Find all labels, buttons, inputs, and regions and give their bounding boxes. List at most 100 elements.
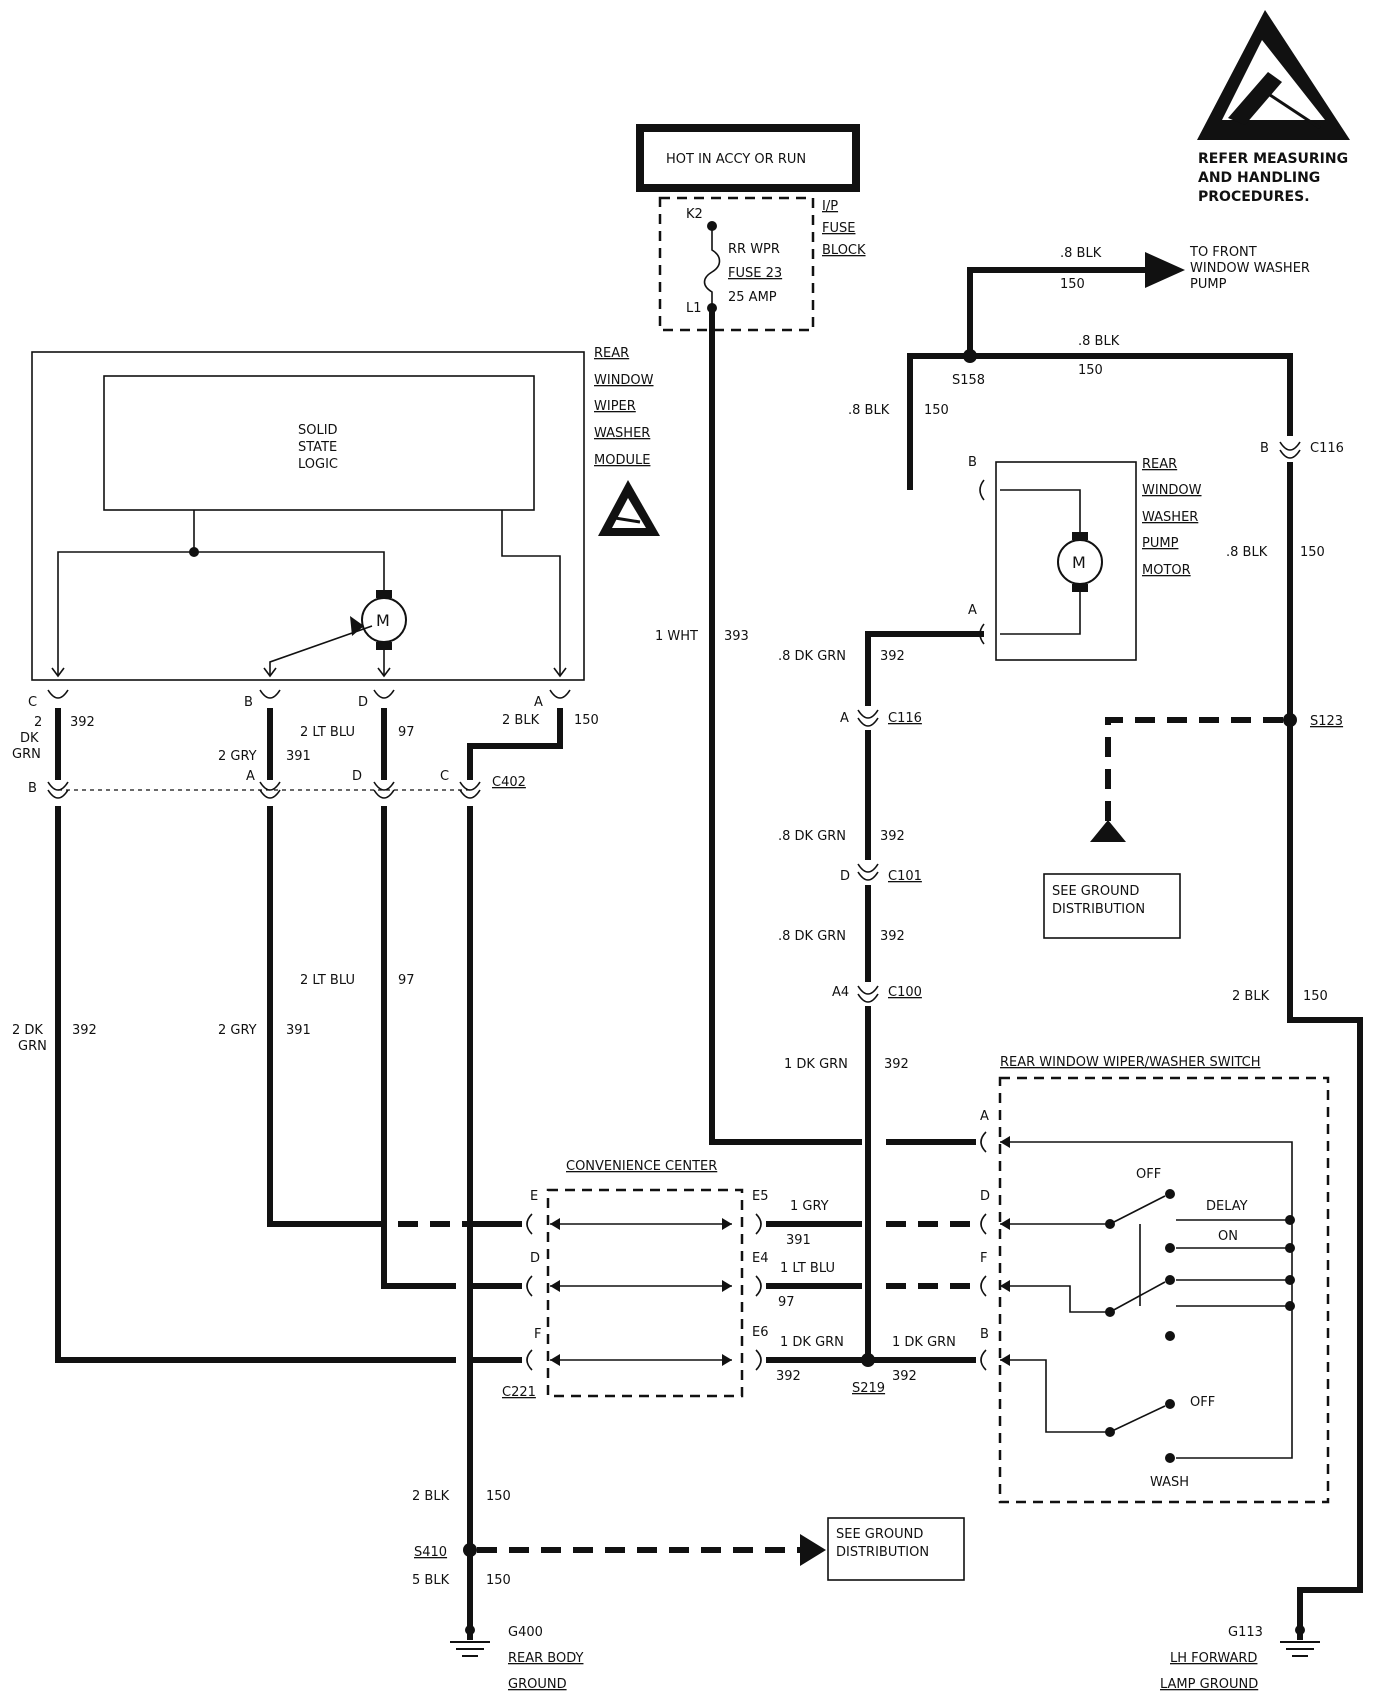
splice-s219	[861, 1353, 875, 1367]
pump-title-1: REAR	[1142, 457, 1177, 472]
wire-150-right-color: .8 BLK	[1226, 545, 1268, 560]
wire-391-circuit-3: 391	[786, 1233, 811, 1248]
splice-s123-label: S123	[1310, 714, 1343, 729]
pump-motor-box	[995, 461, 1137, 661]
logic-label-3: LOGIC	[298, 457, 338, 472]
wire-150-top-circuit: 150	[1078, 363, 1103, 378]
c402-pin-d: D	[352, 769, 362, 784]
fuse-name-line2: FUSE 23	[728, 266, 782, 281]
wire-392-circuit-1: 392	[880, 649, 905, 664]
wire-391-color-1: 2 GRY	[218, 749, 257, 764]
wire-392-circuit-6: 392	[892, 1369, 917, 1384]
c221-label: C221	[502, 1385, 536, 1400]
g113-label-3: LAMP GROUND	[1160, 1677, 1258, 1692]
pump-title-4: PUMP	[1142, 536, 1179, 551]
c100-label: C100	[888, 985, 922, 1000]
g400-label-3: GROUND	[508, 1677, 567, 1692]
pump-pin-b: B	[968, 455, 977, 470]
esd-notice-line3: PROCEDURES.	[1198, 189, 1310, 205]
solid-state-logic-box	[103, 375, 535, 511]
wire-150-front	[967, 267, 1145, 356]
wire-392-left-circuit: 392	[70, 715, 95, 730]
hot-in-accy-box	[636, 124, 860, 192]
wire-392-pump	[865, 631, 984, 706]
ground-ref-dash-right	[1105, 717, 1283, 840]
module-title-5: MODULE	[594, 453, 650, 468]
wire-150-module-color: 2 BLK	[502, 713, 540, 728]
c116-right-label: C116	[1310, 441, 1344, 456]
c101-pin: D	[840, 869, 850, 884]
wire-150-module-circuit: 150	[574, 713, 599, 728]
wire-97-color-1: 2 LT BLU	[300, 725, 355, 740]
splice-s410	[463, 1543, 477, 1557]
convenience-center-box	[546, 1188, 744, 1398]
ground-ref-right-1: SEE GROUND	[1052, 884, 1139, 899]
wire-150-pump-circuit: 150	[924, 403, 949, 418]
switch-off2-label: OFF	[1190, 1395, 1215, 1410]
c116-mid-pin: A	[840, 711, 849, 726]
cc-pin-e4: E4	[752, 1251, 769, 1266]
wire-392-color-2: .8 DK GRN	[778, 829, 846, 844]
pump-title-2: WINDOW	[1142, 483, 1202, 498]
fuse-pin-k2: K2	[686, 207, 703, 222]
wiper-module-box	[31, 351, 585, 681]
pump-motor-symbol: M	[1072, 553, 1086, 572]
wire-391-color-2: 2 GRY	[218, 1023, 257, 1038]
wire-97-color-2: 2 LT BLU	[300, 973, 355, 988]
wire-150-right-circuit: 150	[1300, 545, 1325, 560]
pump-title-5: MOTOR	[1142, 563, 1191, 578]
c402-label: C402	[492, 775, 526, 790]
wire-392-left-color-4: 2 DK	[12, 1023, 43, 1038]
ground-ref-box-right	[1043, 873, 1181, 939]
wire-97-circuit-2: 97	[398, 973, 415, 988]
switch-title: REAR WINDOW WIPER/WASHER SWITCH	[1000, 1055, 1261, 1070]
wire-393	[709, 308, 862, 1145]
module-pin-a: A	[534, 695, 543, 710]
splice-s158-label: S158	[952, 373, 985, 388]
fuse-element	[703, 226, 721, 308]
c101-label: C101	[888, 869, 922, 884]
ground-ref-left-2: DISTRIBUTION	[836, 1545, 929, 1560]
switch-off-label: OFF	[1136, 1167, 1161, 1182]
cc-pin-e6: E6	[752, 1325, 769, 1340]
wire-150-g400-color-1: 2 BLK	[412, 1489, 450, 1504]
c402-pin-b: B	[28, 781, 37, 796]
switch-pin-b: B	[980, 1327, 989, 1342]
wiper-switch-box	[998, 1076, 1330, 1504]
wire-391-circuit-2: 391	[286, 1023, 311, 1038]
module-pin-b: B	[244, 695, 253, 710]
module-pin-c: C	[28, 695, 37, 710]
wire-393-circuit: 393	[724, 629, 749, 644]
front-wire-circuit: 150	[1060, 277, 1085, 292]
wire-391-color-3: 1 GRY	[790, 1199, 829, 1214]
front-washer-label-1: TO FRONT	[1189, 245, 1257, 260]
logic-label-1: SOLID	[298, 423, 338, 438]
wire-392-circuit-3: 392	[880, 929, 905, 944]
cc-pin-f: F	[534, 1327, 541, 1342]
esd-notice-line2: AND HANDLING	[1198, 170, 1320, 186]
esd-notice-line1: REFER MEASURING	[1198, 151, 1348, 167]
wire-392-left-circuit-2: 392	[72, 1023, 97, 1038]
pump-title-3: WASHER	[1142, 510, 1198, 525]
c116-right-pin: B	[1260, 441, 1269, 456]
wire-150-low-circuit: 150	[1303, 989, 1328, 1004]
module-title-3: WIPER	[594, 399, 636, 414]
splice-s219-label: S219	[852, 1381, 885, 1396]
cc-pin-e5: E5	[752, 1189, 769, 1204]
fuse-block-box	[658, 196, 815, 332]
module-esd-icon	[598, 480, 660, 536]
wire-150-module	[467, 708, 563, 780]
g400-label-1: G400	[508, 1625, 543, 1640]
wire-392-color-6: 1 DK GRN	[892, 1335, 956, 1350]
ground-ref-left-1: SEE GROUND	[836, 1527, 923, 1542]
hot-in-accy-label: HOT IN ACCY OR RUN	[666, 152, 806, 167]
splice-s158	[963, 349, 977, 363]
wire-392-left-color-5: GRN	[18, 1039, 47, 1054]
ground-g400-icon	[450, 1625, 490, 1657]
wire-392-color-5: 1 DK GRN	[780, 1335, 844, 1350]
front-washer-label-3: PUMP	[1190, 277, 1227, 292]
wire-97-circuit-1: 97	[398, 725, 415, 740]
wire-392-left-color-2: DK	[20, 731, 39, 746]
switch-pin-d: D	[980, 1189, 990, 1204]
